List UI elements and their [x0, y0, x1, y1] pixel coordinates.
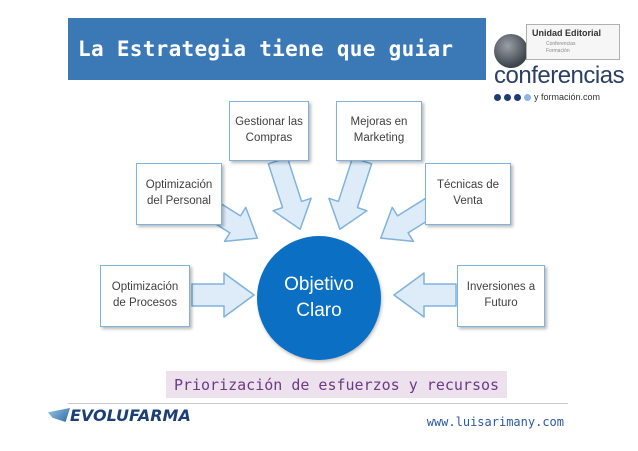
node-tecnicas-line1: Técnicas de	[436, 179, 499, 192]
node-procesos-line2: de Procesos	[113, 297, 177, 309]
node-mejoras-line2: Marketing	[353, 132, 405, 144]
arrow-from-gestionar-group	[267, 156, 312, 230]
node-inversiones-line2: Futuro	[484, 297, 518, 309]
node-gestionar-line1: Gestionar las	[235, 116, 303, 129]
evolufarma-logo: EVOLUFARMA	[48, 404, 198, 430]
unidad-editorial-sub1: Conferencias	[546, 41, 576, 47]
node-inversiones-line1: Inversiones a	[466, 281, 536, 294]
unidad-editorial-sub2: Formación	[546, 48, 570, 54]
title-bar: La Estrategia tiene que guiar	[68, 18, 486, 80]
footer-divider	[68, 403, 568, 404]
conferencias-word: conferencias	[494, 62, 625, 89]
evolufarma-wordmark: EVOLUFARMA	[70, 406, 191, 425]
logo-dot	[524, 94, 531, 101]
node-personal-line1: Optimización	[145, 179, 213, 192]
priority-banner: Priorización de esfuerzos y recursos	[166, 371, 507, 398]
globe-icon	[494, 34, 528, 68]
logo-dot	[504, 94, 511, 101]
formacion-word: y formación.com	[534, 92, 601, 102]
node-inversiones-futuro: Inversiones a Futuro	[457, 265, 545, 327]
arrow-from-gestionar	[267, 156, 312, 230]
page-title: La Estrategia tiene que guiar	[78, 37, 454, 61]
arrow-from-inversiones	[393, 272, 457, 318]
node-tecnicas-venta: Técnicas de Venta	[425, 163, 511, 225]
logo-dots	[494, 94, 531, 101]
logo-dot	[494, 94, 501, 101]
arrow-from-procesos	[191, 272, 255, 318]
arrow-from-mejoras-group	[328, 156, 373, 230]
node-gestionar-line2: Compras	[245, 132, 293, 144]
center-line1: Objetivo	[284, 274, 354, 296]
footer-url: www.luisarimany.com	[426, 415, 564, 429]
node-procesos-line1: Optimización	[111, 281, 179, 294]
evolufarma-wing-icon	[48, 408, 70, 422]
banner-text: Priorización de esfuerzos y recursos	[173, 375, 500, 394]
node-personal-line2: del Personal	[147, 195, 211, 207]
node-optimizacion-personal: Optimización del Personal	[136, 163, 222, 225]
arrow-from-mejoras	[328, 156, 373, 230]
center-line2: Claro	[296, 300, 342, 321]
node-optimizacion-procesos: Optimización de Procesos	[100, 265, 190, 327]
unidad-editorial-label: Unidad Editorial	[532, 28, 602, 38]
unidad-editorial-box	[526, 24, 620, 60]
conferencias-logo: Unidad Editorial Conferencias Formación …	[486, 10, 634, 110]
node-mejoras-line1: Mejoras en	[350, 116, 408, 129]
node-mejoras-marketing: Mejoras en Marketing	[336, 101, 422, 161]
logo-dot	[514, 94, 521, 101]
node-tecnicas-line2: Venta	[453, 195, 483, 207]
